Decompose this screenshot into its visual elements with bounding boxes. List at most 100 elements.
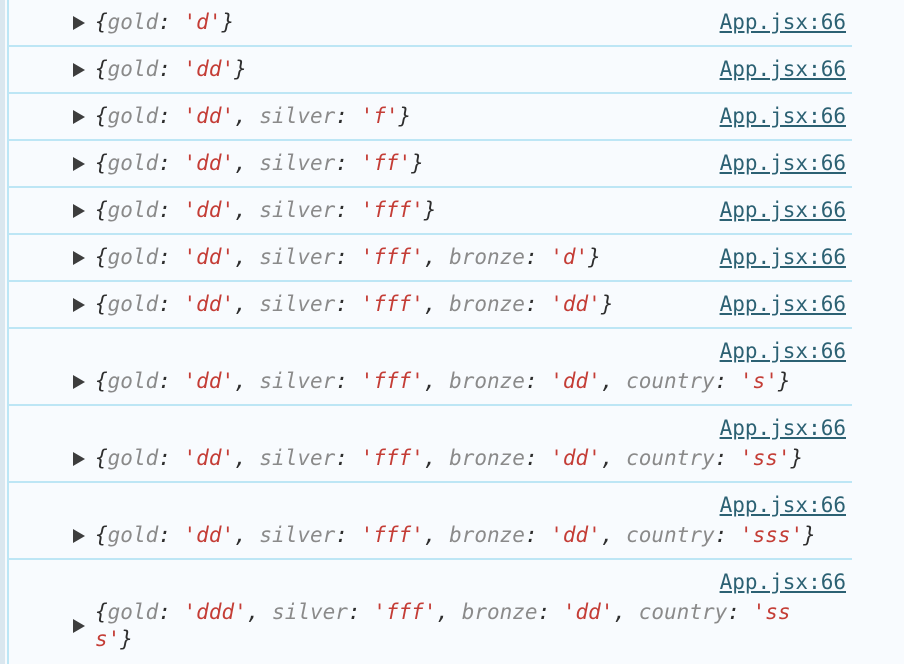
token-punctuation: , (613, 600, 639, 624)
token-punctuation: , (246, 600, 273, 624)
expand-triangle-icon[interactable] (73, 619, 85, 633)
token-string-value: 'dd' (183, 446, 235, 470)
token-punctuation: : (335, 523, 361, 547)
source-link[interactable]: App.jsx:66 (719, 151, 846, 175)
token-punctuation: : (158, 369, 184, 393)
token-property-name: silver (259, 292, 336, 316)
token-string-value: 'd' (550, 245, 589, 269)
token-string-value: 'dd' (550, 369, 601, 393)
token-string-value: 'dd' (183, 369, 235, 393)
expand-triangle-icon[interactable] (73, 528, 85, 543)
object-preview[interactable]: {gold: 'dd', silver: 'fff', bronze: 'dd'… (95, 368, 791, 395)
console-log-row: {gold: 'dd', silver: 'f'} App.jsx:66 (9, 94, 852, 141)
expand-triangle-icon[interactable] (73, 156, 85, 171)
console-log-row: App.jsx:66 {gold: 'ddd', silver: 'fff', b… (9, 560, 852, 662)
source-link[interactable]: App.jsx:66 (719, 339, 846, 363)
source-link[interactable]: App.jsx:66 (719, 57, 846, 81)
object-preview[interactable]: {gold: 'dd'} (95, 56, 247, 83)
token-property-name: bronze (461, 600, 538, 624)
source-link[interactable]: App.jsx:66 (719, 104, 846, 128)
object-preview[interactable]: {gold: 'dd', silver: 'fff', bronze: 'd'} (95, 244, 601, 271)
token-property-name: bronze (449, 245, 525, 269)
token-punctuation: } (120, 627, 133, 651)
token-string-value: 'fff' (360, 198, 424, 222)
token-punctuation: : (158, 10, 184, 34)
token-punctuation: : (335, 292, 361, 316)
token-punctuation: : (158, 245, 184, 269)
source-link[interactable]: App.jsx:66 (719, 416, 846, 440)
token-punctuation: , (600, 523, 627, 547)
object-preview[interactable]: {gold: 'dd', silver: 'fff', bronze: 'dd'… (95, 522, 816, 549)
object-preview[interactable]: {gold: 'dd', silver: 'f'} (95, 103, 411, 130)
token-string-value: 'dd' (550, 446, 601, 470)
token-string-value: 'dd' (183, 198, 235, 222)
token-property-name: silver (259, 151, 336, 175)
source-link[interactable]: App.jsx:66 (719, 493, 846, 517)
token-punctuation: } (423, 198, 437, 222)
token-property-name: bronze (449, 369, 525, 393)
source-link[interactable]: App.jsx:66 (719, 198, 846, 222)
token-string-value: 'fff' (360, 292, 424, 316)
source-link[interactable]: App.jsx:66 (719, 245, 846, 269)
console-message: {gold: 'dd', silver: 'fff'} (9, 197, 708, 224)
token-punctuation: : (335, 245, 361, 269)
object-preview[interactable]: {gold: 'dd', silver: 'fff', bronze: 'dd'… (95, 291, 613, 318)
token-punctuation: : (524, 523, 551, 547)
token-punctuation: , (600, 446, 627, 470)
expand-triangle-icon[interactable] (73, 62, 85, 77)
expand-triangle-icon[interactable] (73, 109, 85, 124)
token-punctuation: { (95, 104, 108, 128)
source-link[interactable]: App.jsx:66 (719, 570, 846, 594)
token-string-value: 'dd' (183, 104, 235, 128)
token-punctuation: { (95, 292, 108, 316)
token-punctuation: { (95, 446, 108, 470)
token-punctuation: , (423, 369, 450, 393)
token-string-value: 'd' (183, 10, 222, 34)
expand-triangle-icon[interactable] (73, 297, 85, 312)
expand-triangle-icon[interactable] (73, 250, 85, 265)
object-preview[interactable]: {gold: 'dd', silver: 'ff'} (95, 150, 424, 177)
token-punctuation: : (335, 446, 361, 470)
token-string-value: 'sss' (739, 523, 804, 547)
object-preview[interactable]: {gold: 'dd', silver: 'fff', bronze: 'dd'… (95, 445, 803, 472)
token-property-name: gold (107, 198, 159, 222)
token-punctuation: } (221, 10, 235, 34)
source-link[interactable]: App.jsx:66 (719, 292, 846, 316)
token-string-value: 'fff' (360, 369, 424, 393)
expand-triangle-icon[interactable] (73, 15, 85, 30)
token-punctuation: , (234, 292, 260, 316)
console-message: {gold: 'dd', silver: 'fff', bronze: 'dd'… (9, 522, 846, 549)
token-string-value: 'fff' (360, 245, 424, 269)
token-punctuation: : (524, 292, 551, 316)
token-punctuation: , (234, 446, 260, 470)
object-preview[interactable]: {gold: 'd'} (95, 9, 234, 36)
token-property-name: gold (107, 10, 159, 34)
token-punctuation: , (234, 245, 260, 269)
console-log-row: {gold: 'dd', silver: 'ff'} App.jsx:66 (9, 141, 852, 188)
token-string-value: 's' (739, 369, 778, 393)
token-string-value: 'ss (752, 600, 791, 624)
token-punctuation: } (398, 104, 412, 128)
token-punctuation: { (95, 600, 108, 624)
console-message: {gold: 'dd', silver: 'fff', bronze: 'dd'… (9, 291, 708, 318)
expand-triangle-icon[interactable] (73, 451, 85, 466)
token-punctuation: { (95, 245, 108, 269)
object-preview[interactable]: {gold: 'dd', silver: 'fff'} (95, 197, 436, 224)
token-string-value: 'dd' (183, 245, 235, 269)
token-property-name: country (638, 600, 728, 624)
token-property-name: country (626, 523, 715, 547)
object-preview[interactable]: {gold: 'ddd', silver: 'fff', bronze: 'dd… (95, 599, 791, 653)
console-message: {gold: 'dd', silver: 'fff', bronze: 'd'} (9, 244, 708, 271)
token-property-name: silver (259, 104, 336, 128)
token-string-value: 'dd' (183, 151, 235, 175)
token-property-name: country (626, 446, 715, 470)
expand-triangle-icon[interactable] (73, 374, 85, 389)
console-message-list: {gold: 'd'}App.jsx:66{gold: 'dd'}App.jsx… (9, 0, 852, 664)
token-string-value: 'dd' (183, 292, 235, 316)
token-punctuation: : (727, 600, 753, 624)
token-property-name: gold (107, 292, 159, 316)
source-link[interactable]: App.jsx:66 (719, 10, 846, 34)
console-log-row: {gold: 'dd', silver: 'fff', bronze: 'dd'… (9, 282, 852, 329)
expand-triangle-icon[interactable] (73, 203, 85, 218)
